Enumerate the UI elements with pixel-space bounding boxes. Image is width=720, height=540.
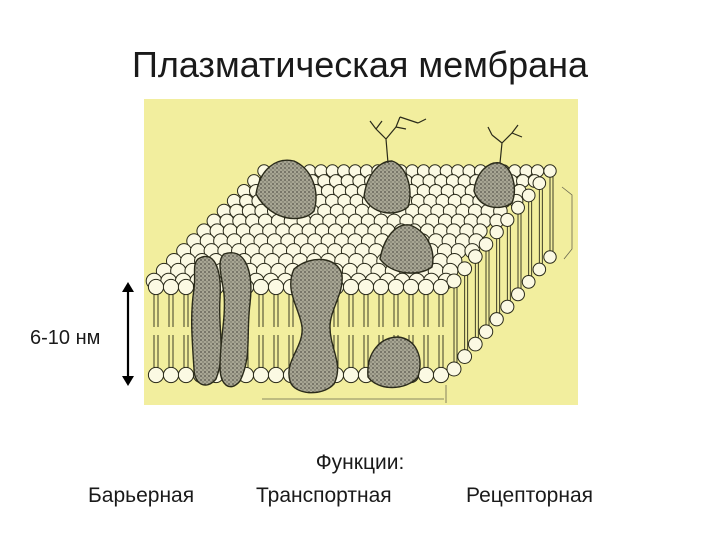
peripheral-protein-top-right — [473, 162, 516, 209]
function-receptor: Рецепторная — [466, 484, 593, 507]
peripheral-protein-top-center — [363, 160, 411, 214]
membrane-illustration — [144, 99, 578, 405]
glycoprotein-antenna-right — [487, 124, 523, 164]
integral-protein-left-pair — [190, 252, 252, 388]
peripheral-protein-bottom — [367, 336, 421, 389]
membrane-svg — [144, 99, 578, 405]
integral-protein-channel — [288, 258, 343, 394]
peripheral-protein-middle — [379, 224, 434, 274]
membrane-thickness-label: 6-10 нм — [30, 327, 101, 349]
guide-lines — [262, 186, 573, 403]
membrane-thickness-arrow — [122, 282, 134, 386]
glycoprotein-antenna-center — [369, 116, 427, 164]
function-transport: Транспортная — [256, 484, 392, 507]
lipid-heads-side-layer — [446, 164, 557, 377]
peripheral-protein-top-left — [255, 159, 317, 220]
slide-title: Плазматическая мембрана — [131, 44, 589, 85]
functions-heading: Функции: — [315, 451, 405, 474]
function-barrier: Барьерная — [88, 484, 195, 507]
